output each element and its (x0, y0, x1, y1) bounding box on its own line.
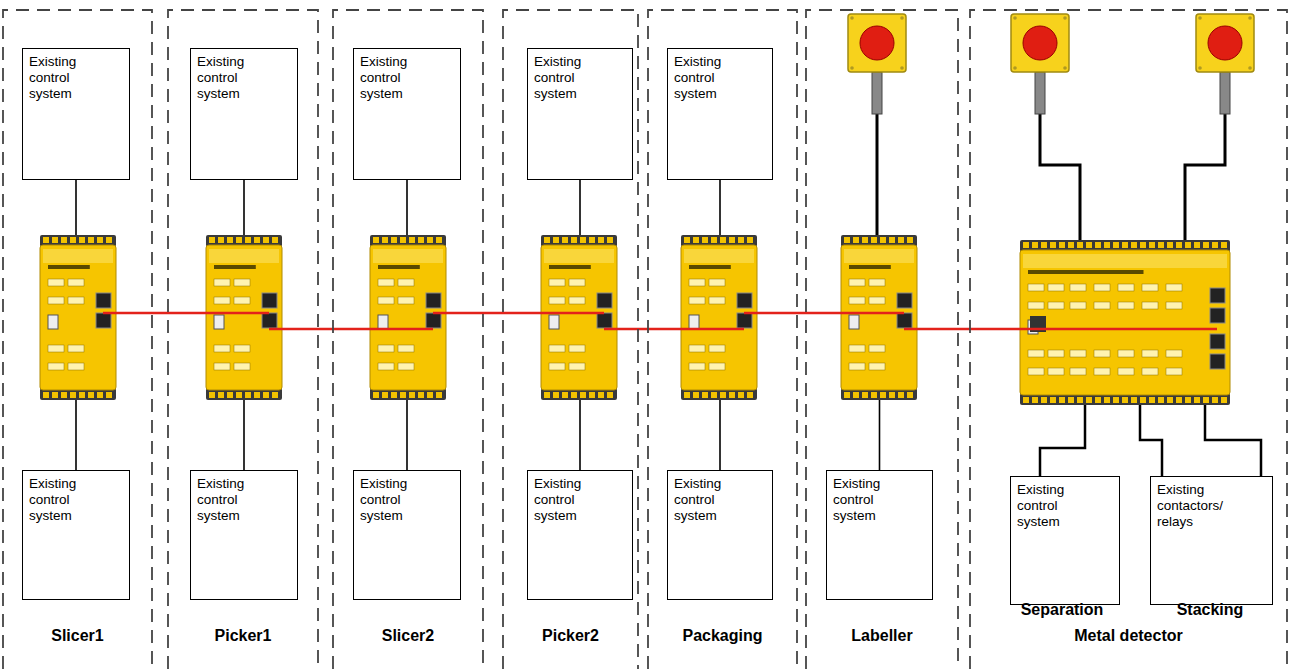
box-text: Existing control system (674, 476, 756, 525)
machine-zone: PackagingExisting control systemExisting… (648, 10, 797, 669)
function-label: Separation (1021, 601, 1104, 619)
box-text: Existing control system (833, 476, 915, 525)
safety-controller (206, 235, 282, 400)
machine-zone: Picker2Existing control systemExisting c… (503, 10, 638, 669)
safety-controller (541, 235, 617, 400)
network-cable (904, 328, 1217, 331)
control-box: Existing control system (527, 470, 633, 600)
control-wire (719, 180, 721, 240)
control-box: Existing control system (22, 470, 130, 600)
control-box: Existing control system (1010, 476, 1120, 605)
machine-zone: Slicer1Existing control systemExisting c… (3, 10, 152, 669)
control-wire (243, 180, 245, 240)
control-wire (1040, 400, 1085, 476)
zone-label: Metal detector (970, 627, 1287, 645)
control-wire (876, 110, 879, 240)
control-box: Existing control system (667, 48, 773, 180)
emergency-stop (848, 14, 906, 114)
zone-label: Picker1 (168, 627, 318, 645)
control-box: Existing control system (527, 48, 633, 180)
function-label: Stacking (1177, 601, 1244, 619)
control-box: Existing control system (190, 470, 298, 600)
machine-zone: Labeller Existing control system (806, 10, 958, 669)
control-wire (879, 395, 881, 470)
control-wire (243, 395, 245, 470)
control-wire (719, 395, 721, 470)
box-text: Existing control system (360, 54, 442, 103)
box-text: Existing control system (1017, 482, 1099, 531)
safety-controller (681, 235, 757, 400)
control-wire (1205, 400, 1261, 476)
network-cable (433, 312, 604, 315)
control-box: Existing control system (353, 48, 461, 180)
control-box: Existing control system (353, 470, 461, 600)
safety-controller (370, 235, 446, 400)
control-wire (75, 395, 77, 470)
box-text: Existing control system (534, 476, 616, 525)
control-box: Existing contactors/ relays (1150, 476, 1273, 605)
safety-controller (841, 235, 917, 400)
zone-label: Labeller (806, 627, 958, 645)
box-text: Existing contactors/ relays (1157, 482, 1239, 531)
emergency-stop (1196, 14, 1254, 114)
zone-label: Picker2 (503, 627, 638, 645)
control-wire (406, 180, 408, 240)
control-wire (1140, 400, 1162, 476)
box-text: Existing control system (197, 476, 279, 525)
control-box: Existing control system (22, 48, 130, 180)
machine-zone: Slicer2Existing control systemExisting c… (333, 10, 483, 669)
box-text: Existing control system (29, 54, 111, 103)
control-wire (579, 180, 581, 240)
control-wire (406, 395, 408, 470)
safety-controller (1020, 240, 1230, 405)
control-wire (1040, 110, 1080, 248)
safety-controller (40, 235, 116, 400)
network-cable (604, 328, 744, 331)
box-text: Existing control system (360, 476, 442, 525)
machine-zone: Picker1Existing control systemExisting c… (168, 10, 318, 669)
control-box: Existing control system (667, 470, 773, 600)
machine-zone: Metal detector Existing control system Exi… (970, 10, 1287, 669)
control-wire (579, 395, 581, 470)
network-cable (744, 312, 904, 315)
control-box: Existing control system (190, 48, 298, 180)
box-text: Existing control system (197, 54, 279, 103)
zone-label: Slicer1 (3, 627, 152, 645)
network-cable (103, 312, 269, 315)
control-wire (1185, 110, 1225, 248)
zone-label: Packaging (648, 627, 797, 645)
box-text: Existing control system (29, 476, 111, 525)
box-text: Existing control system (674, 54, 756, 103)
zone-label: Slicer2 (333, 627, 483, 645)
box-text: Existing control system (534, 54, 616, 103)
emergency-stop (1011, 14, 1069, 114)
control-box: Existing control system (826, 470, 933, 600)
network-cable (269, 328, 433, 331)
control-wire (75, 180, 77, 240)
